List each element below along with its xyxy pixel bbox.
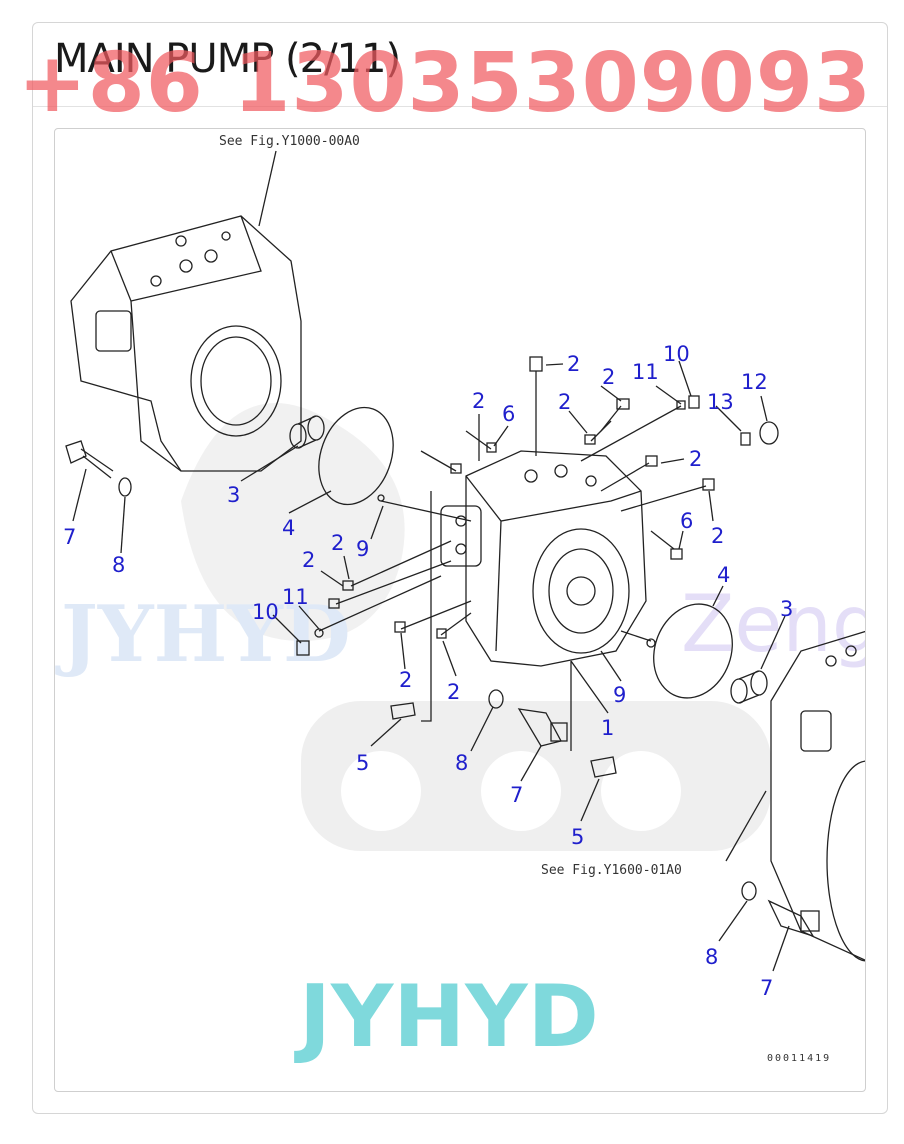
diagram-frame: JYHYD Zeng See Fig.Y1000-00A0 See Fig.Y1…	[54, 128, 866, 1092]
callout-label: 3	[780, 597, 793, 621]
watermark-background-shapes	[181, 403, 771, 851]
callout-label: 8	[455, 751, 468, 775]
pin-5-right	[590, 756, 617, 778]
callout-label: 2	[558, 390, 571, 414]
bolt-7-left	[65, 440, 114, 479]
central-pump-body	[440, 356, 647, 667]
sleeve-3-left	[289, 415, 325, 449]
callout-label: 1	[601, 716, 614, 740]
callout-label: 12	[741, 370, 768, 394]
page-title: MAIN PUMP (2/11)	[54, 36, 401, 82]
washer-8-left	[118, 477, 132, 497]
callout-label: 4	[282, 516, 295, 540]
callout-label: 6	[502, 402, 515, 426]
watermark-zeng-text: Zeng	[681, 580, 866, 670]
watermark-brand-text: JYHYD	[294, 967, 599, 1067]
title-divider	[33, 106, 887, 107]
callout-label: 2	[472, 389, 485, 413]
o-ring-4-right	[653, 603, 733, 699]
washer-8-right	[741, 881, 757, 901]
callout-label: 5	[571, 825, 584, 849]
callout-label: 8	[112, 553, 125, 577]
callout-label: 9	[356, 537, 369, 561]
reference-label-top: See Fig.Y1000-00A0	[219, 134, 360, 149]
callout-label: 7	[760, 976, 773, 1000]
bolt-7-right	[767, 899, 820, 938]
sleeve-3-right	[730, 670, 768, 704]
callout-label: 2	[602, 365, 615, 389]
callout-label: 7	[510, 783, 523, 807]
callout-label: 11	[632, 360, 659, 384]
exploded-parts-diagram: JYHYD Zeng See Fig.Y1000-00A0 See Fig.Y1…	[55, 134, 866, 1067]
washer-8-center	[488, 689, 504, 709]
callout-label: 6	[680, 509, 693, 533]
reference-leader-bottom	[725, 790, 767, 862]
drawing-code: 00011419	[767, 1053, 831, 1064]
callout-numbers: 2 2 11 10 12 2 6 2 13 2 2 6 2 2 9 3 4 7 …	[63, 342, 793, 1000]
callout-label: 2	[399, 668, 412, 692]
bolt-7-center	[517, 708, 568, 747]
pin-5-left	[390, 702, 416, 720]
callout-label: 2	[302, 548, 315, 572]
callout-label: 2	[331, 531, 344, 555]
callout-label: 4	[717, 563, 730, 587]
watermark-light-text: JYHYD	[55, 589, 351, 680]
small-parts	[296, 395, 779, 656]
callout-label: 13	[707, 390, 734, 414]
right-pump-housing	[770, 630, 865, 962]
callout-label: 10	[663, 342, 690, 366]
callout-label: 2	[711, 524, 724, 548]
reference-label-bottom: See Fig.Y1600-01A0	[541, 863, 682, 878]
o-ring-4-left	[318, 406, 394, 506]
callout-label: 8	[705, 945, 718, 969]
callout-label: 5	[356, 751, 369, 775]
callout-label: 11	[282, 585, 309, 609]
callout-label: 2	[689, 447, 702, 471]
callout-label: 2	[447, 680, 460, 704]
reference-leader-top	[258, 150, 277, 227]
watermark-phone-number: +86 13035309093	[18, 36, 872, 131]
callout-label: 7	[63, 525, 76, 549]
callout-label: 9	[613, 683, 626, 707]
callout-label: 3	[227, 483, 240, 507]
callout-label: 2	[567, 352, 580, 376]
callout-label: 10	[252, 600, 279, 624]
